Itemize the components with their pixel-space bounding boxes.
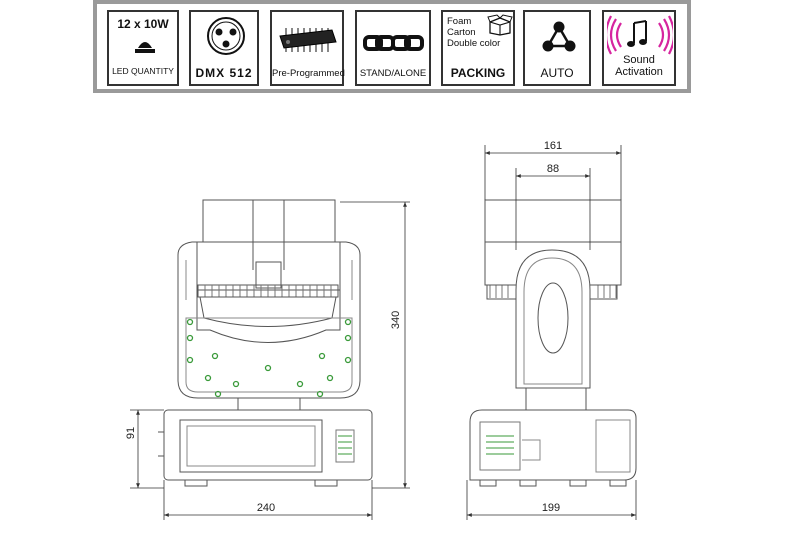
- base-height-dimension-label: 91: [125, 427, 137, 439]
- packing-double-color-text: Double color: [447, 38, 501, 49]
- front-screws: [186, 318, 352, 398]
- front-view: [158, 199, 373, 487]
- side-depth-dimension-label: 199: [542, 502, 560, 514]
- packing-foam-text: Foam: [447, 16, 472, 27]
- yoke-width-dimension-label: 88: [547, 163, 559, 175]
- side-head-body: [484, 241, 622, 286]
- dmx-badge: DMX 512: [189, 10, 259, 86]
- sound-label-line2: Activation: [615, 66, 663, 78]
- front-head-body: [196, 241, 341, 291]
- side-connector-panel: [479, 421, 521, 471]
- pre-programmed-label: Pre-Programmed: [272, 68, 345, 79]
- led-quantity-badge: 12 x 10W LED QUANTITY: [107, 10, 179, 86]
- front-head-top: [202, 199, 336, 243]
- front-yoke: [177, 241, 361, 399]
- height-dimension-label: 340: [390, 311, 402, 329]
- sound-activation-icon: [607, 15, 673, 55]
- sound-activation-badge: Sound Activation: [602, 10, 676, 86]
- side-dimension-lines: [466, 145, 637, 520]
- auto-label: AUTO: [540, 66, 574, 80]
- front-display-panel: [179, 419, 323, 473]
- xlr-connector-icon: [207, 17, 245, 55]
- head-width-dimension-label: 161: [544, 140, 562, 152]
- stand-alone-badge: STAND/ALONE: [355, 10, 431, 86]
- led-icon: [135, 42, 155, 53]
- front-width-dimension-label: 240: [257, 502, 275, 514]
- front-base: [163, 409, 373, 481]
- auto-mode-icon: [542, 21, 576, 52]
- side-yoke-ellipse: [537, 282, 569, 354]
- packing-badge: Foam Carton Double color PACKING: [441, 10, 515, 86]
- side-head-top: [484, 199, 622, 243]
- auto-badge: AUTO: [523, 10, 591, 86]
- dmx-label: DMX 512: [195, 66, 253, 80]
- chain-icon: [363, 35, 424, 51]
- box-icon: [487, 14, 513, 36]
- packing-label: PACKING: [450, 66, 506, 80]
- stand-alone-label: STAND/ALONE: [359, 68, 427, 79]
- led-quantity-label: LED QUANTITY: [112, 66, 174, 76]
- feature-banner: 12 x 10W LED QUANTITY DMX 512: [93, 0, 691, 93]
- pre-programmed-badge: Pre-Programmed: [270, 10, 345, 86]
- sound-activation-label: Sound Activation: [604, 54, 674, 78]
- side-yoke-arm: [515, 249, 591, 389]
- feature-banner-inner: 12 x 10W LED QUANTITY DMX 512: [97, 4, 687, 89]
- front-dimension-lines: [130, 201, 410, 520]
- led-power-text: 12 x 10W: [117, 17, 169, 31]
- chip-icon: [279, 28, 337, 52]
- side-view: [469, 199, 637, 487]
- side-base: [469, 409, 637, 481]
- sound-label-line1: Sound: [623, 54, 655, 66]
- packing-carton-text: Carton: [447, 27, 476, 38]
